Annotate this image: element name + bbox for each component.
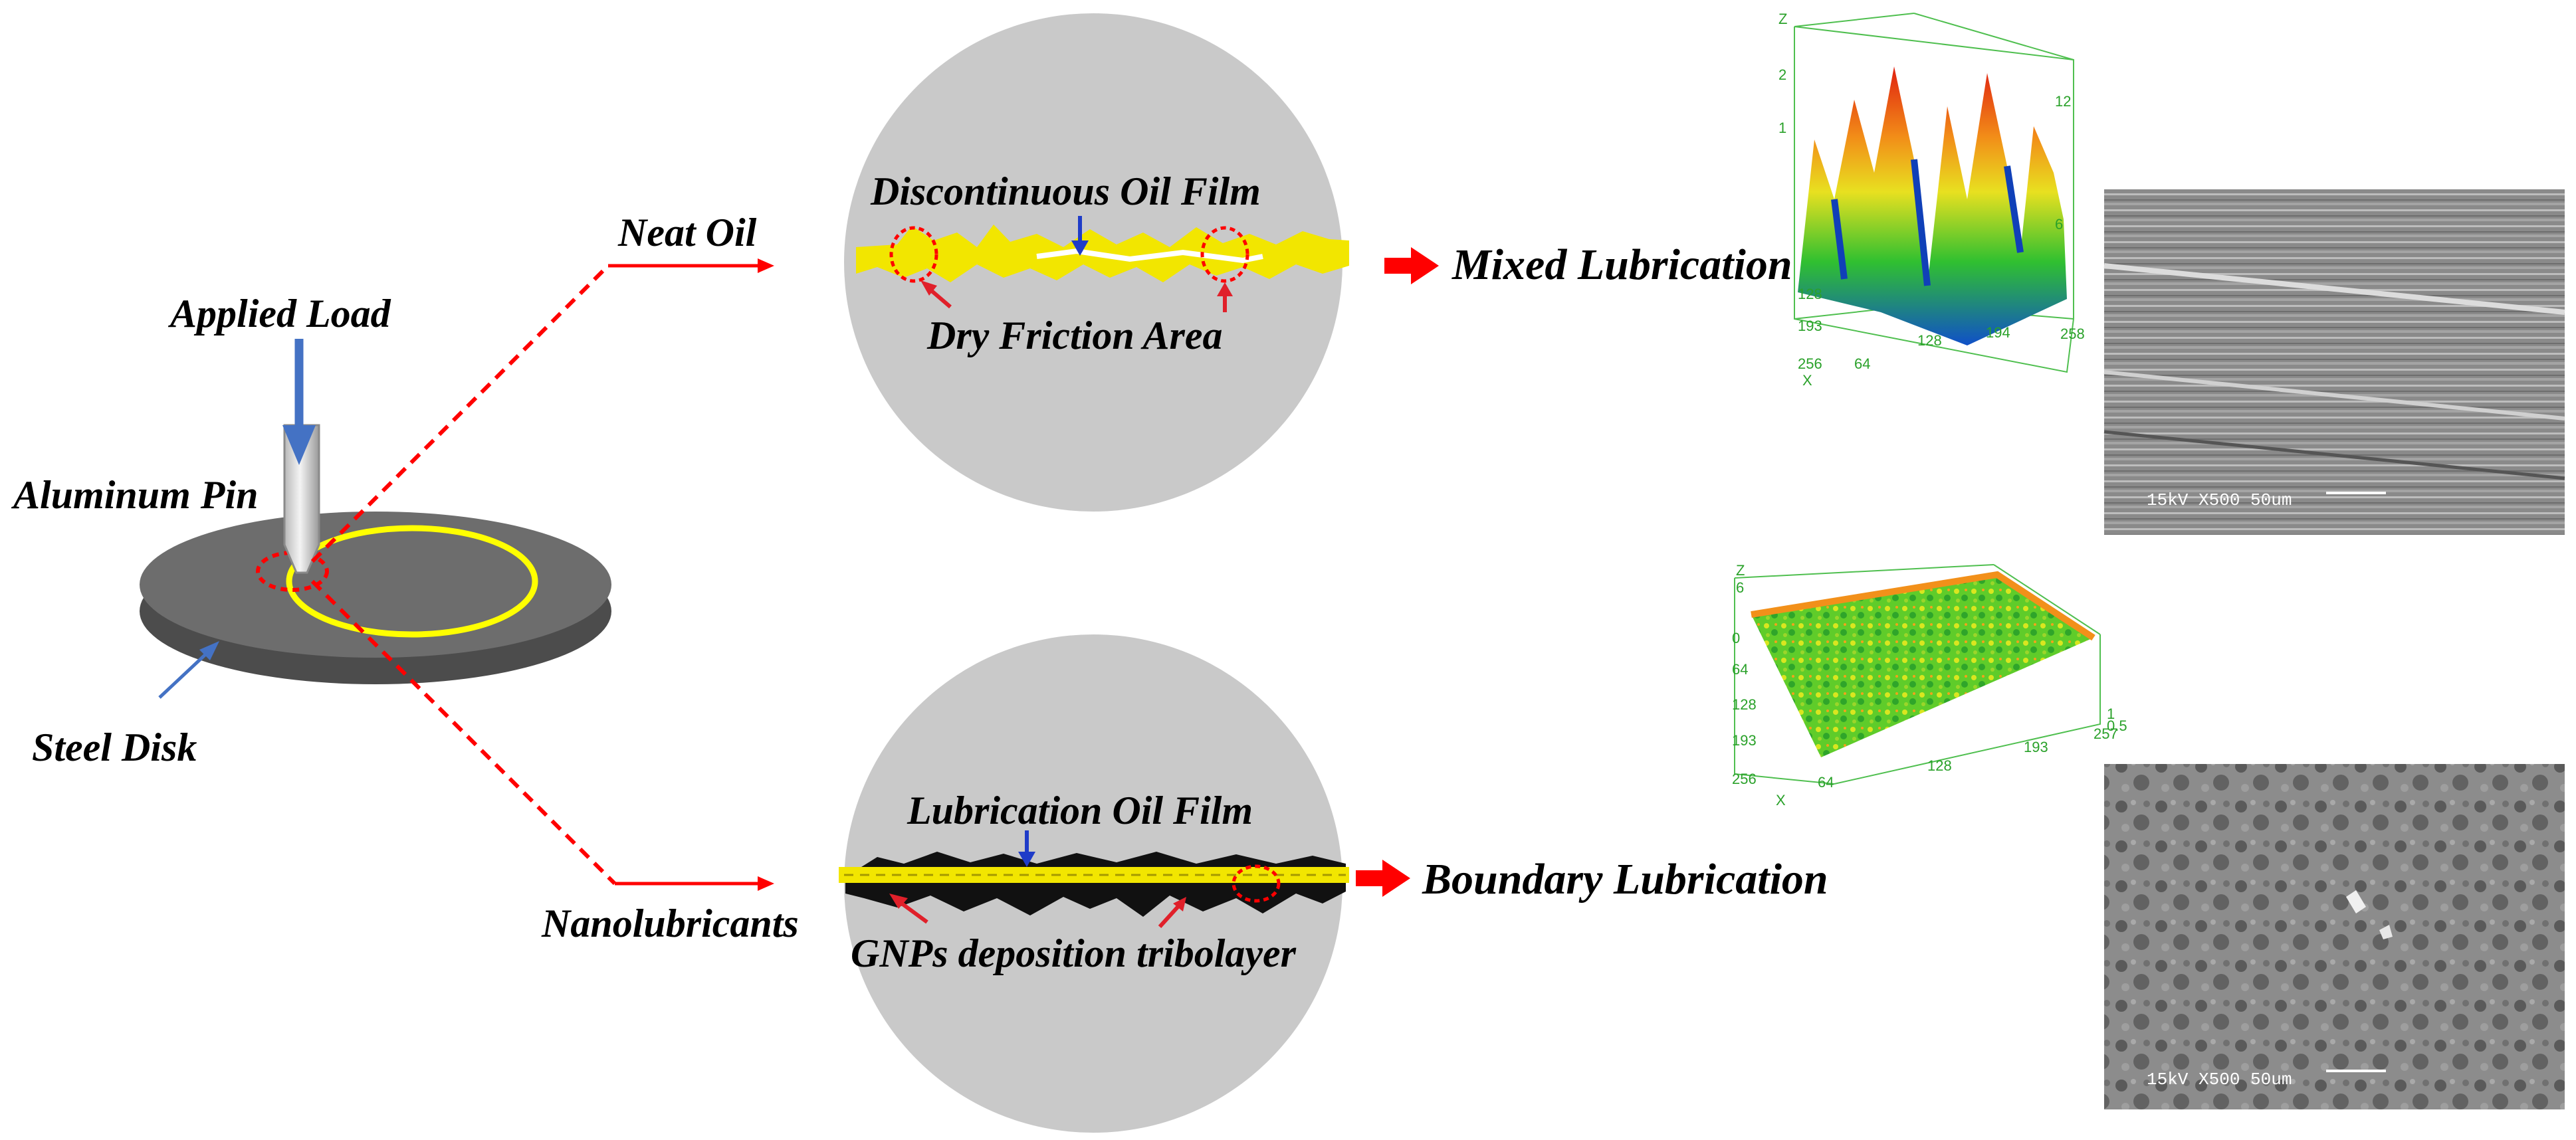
surface-top-x-axis: X — [1802, 372, 1812, 389]
surface-bottom-frame — [1734, 578, 2101, 785]
results: Mixed Lubrication Boundary Lubrication — [1356, 240, 1828, 903]
surface-top-right-tick-1: 12 — [2055, 93, 2071, 110]
sem-bottom-bright-particle — [2346, 890, 2366, 913]
steel-disk-pointer — [158, 646, 214, 699]
surface-top-z-tick-2: 1 — [1778, 120, 1786, 136]
applied-load-arrowhead — [282, 425, 316, 465]
surface-bottom-right-tick-2: 0.5 — [2107, 717, 2127, 734]
mixed-lubrication-arrow — [1384, 247, 1439, 284]
surface-bottom-frame-top2 — [1993, 564, 2101, 635]
sem-bottom-info: 15kV X500 50um — [2147, 1070, 2292, 1090]
surface-bottom-right-tick-1: 1 — [2107, 706, 2115, 722]
sem-top-info: 15kV X500 50um — [2147, 490, 2292, 510]
zoom-connectors: Neat Oil Nanolubricants — [310, 211, 799, 945]
aluminum-pin — [283, 424, 320, 574]
connector-to-nanolubricants — [310, 579, 617, 886]
surface-bottom-x-tick-2: 128 — [1927, 757, 1952, 774]
surface-top-x-tick-2: 128 — [1917, 332, 1942, 349]
sem-top-bright-streak-2 — [2103, 370, 2565, 421]
dry-area-pointer-right-head — [1217, 282, 1233, 296]
surface-bottom-left-tick-1: 64 — [1732, 661, 1748, 678]
surface-bottom-left-tick-3: 193 — [1732, 732, 1757, 749]
tribolayer-circle — [1232, 864, 1281, 903]
surface-top-frame-back — [1794, 13, 1915, 27]
tribolayer-pointer-left-head — [889, 894, 908, 909]
surface-top-y-tick-3: 256 — [1798, 355, 1822, 372]
oil-film-pointer-head — [1071, 240, 1089, 256]
tribolayer-pointer-right — [1158, 903, 1182, 929]
sem-top-dark-streak — [2103, 430, 2565, 480]
surface-bottom-edge-warm — [1751, 571, 2095, 641]
neat-oil-arrowhead — [758, 258, 774, 273]
dry-friction-area-label: Dry Friction Area — [926, 314, 1222, 357]
wear-track — [286, 525, 538, 638]
surface-top-frame — [1794, 26, 2074, 373]
surface-top-y-tick-2: 193 — [1798, 318, 1822, 334]
surface-top-y-tick-1: 128 — [1798, 286, 1822, 302]
sem-bottom-bright-particle-2 — [2379, 925, 2393, 939]
sem-top-frame — [2104, 189, 2565, 535]
surface-profile-bottom: Z 6 0 64 128 193 256 X 64 128 193 257 1 … — [1732, 562, 2127, 808]
surface-top-right-tick-2: 6 — [2055, 216, 2063, 233]
sem-top-bright-streak — [2103, 263, 2565, 315]
surface-top-peaks — [1798, 66, 2067, 345]
surface-bottom-z-axis: Z — [1736, 562, 1745, 579]
applied-load-label: Applied Load — [167, 292, 391, 335]
gnps-tribolayer-label: GNPs deposition tribolayer — [851, 931, 1297, 975]
surface-top-z-axis: Z — [1778, 11, 1787, 27]
boundary-lubrication-label: Boundary Lubrication — [1422, 855, 1828, 903]
nanolubricant-zoom: Lubrication Oil Film GNPs deposition tri… — [839, 634, 1349, 1133]
discontinuous-oil-film-label: Discontinuous Oil Film — [870, 169, 1261, 213]
steel-disk-label: Steel Disk — [32, 725, 197, 769]
surface-top-z-tick-1: 2 — [1778, 66, 1786, 83]
surface-bottom-x-tick-1: 64 — [1818, 774, 1834, 791]
nanolubricants-arrowhead — [758, 876, 774, 891]
surface-top-x-tick-1: 64 — [1854, 355, 1870, 372]
surface-bottom-left-tick-4: 256 — [1732, 771, 1757, 787]
lubrication-oil-film-label: Lubrication Oil Film — [907, 789, 1253, 832]
surface-top-valleys — [1831, 159, 2024, 286]
pin-on-disk-setup: Applied Load Aluminum Pin Steel Disk — [11, 292, 611, 769]
sem-image-top: 15kV X500 50um — [2103, 189, 2565, 535]
film-pointer-head — [1018, 852, 1035, 867]
surface-bottom-x-axis: X — [1776, 792, 1786, 808]
surface-bottom-x-tick-3: 193 — [2024, 739, 2048, 755]
oil-film-highlight — [1036, 248, 1263, 264]
surface-bottom-left-tick-2: 128 — [1732, 696, 1757, 713]
surface-bottom-x-tick-4: 257 — [2093, 725, 2118, 742]
dry-friction-circle-right — [1200, 226, 1249, 283]
surface-top-frame-back2 — [1913, 13, 2074, 60]
surface-top-x-tick-3: 194 — [1986, 324, 2010, 341]
dry-friction-circle-left — [889, 226, 938, 283]
connector-to-neat-oil — [310, 264, 610, 563]
surface-top-x-tick-4: 258 — [2060, 326, 2085, 342]
surface-bottom-surface — [1751, 575, 2093, 757]
neat-oil-zoom: Discontinuous Oil Film Dry Friction Area — [844, 13, 1349, 512]
steel-disk-pointer-head — [199, 641, 219, 660]
tribolayer-pointer-right-head — [1173, 897, 1186, 911]
nanolubricants-label: Nanolubricants — [541, 902, 799, 945]
boundary-lubrication-arrow — [1356, 860, 1410, 897]
surface-profile-top: Z 2 1 12 6 128 193 256 X 64 128 194 258 — [1778, 11, 2085, 389]
dry-area-pointer-left-head — [920, 280, 937, 296]
sem-bottom-frame — [2104, 764, 2565, 1109]
neat-oil-label: Neat Oil — [617, 211, 757, 254]
mixed-lubrication-label: Mixed Lubrication — [1451, 240, 1792, 289]
aluminum-pin-label: Aluminum Pin — [11, 473, 259, 517]
surface-bottom-z-tick-1: 6 — [1736, 579, 1744, 596]
contact-zone-circle — [256, 551, 329, 592]
surface-bottom-frame-top — [1734, 564, 1994, 579]
sem-image-bottom: 15kV X500 50um — [2104, 764, 2565, 1109]
surface-bottom-z-tick-2: 0 — [1732, 630, 1740, 646]
